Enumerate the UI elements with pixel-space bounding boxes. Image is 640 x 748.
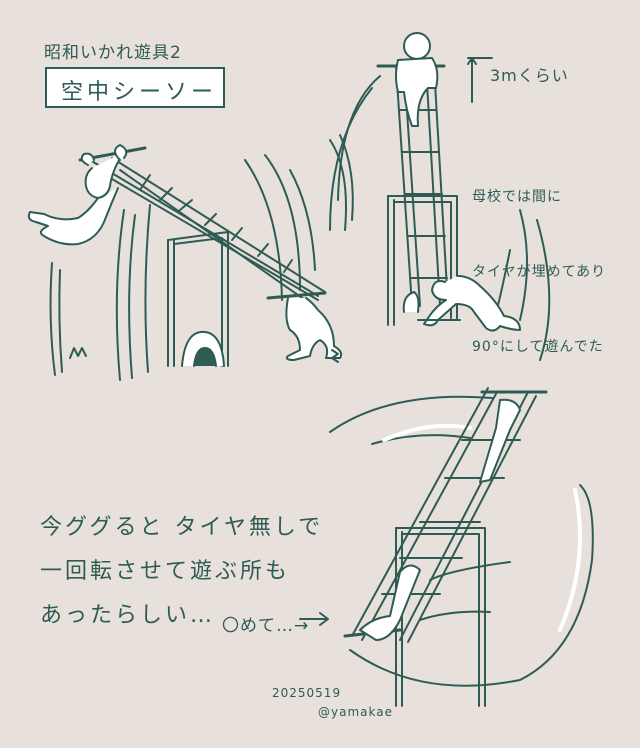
subtitle: 昭和いかれ遊具2 <box>44 43 182 63</box>
scene-seesaw-vertical <box>329 32 551 361</box>
title: 空中シーソー <box>61 80 218 105</box>
pointer-arrow <box>299 612 329 626</box>
height-annotation: 3mくらい <box>490 66 569 85</box>
caption-line: 今ググると タイヤ無しで <box>40 515 324 540</box>
scene-seesaw-tilted <box>27 134 354 381</box>
author-handle: @yamakae <box>318 705 393 719</box>
note-line: タイヤが埋めてあり <box>472 264 607 280</box>
note-line: 母校では間に <box>472 189 562 205</box>
scene-seesaw-rotation <box>329 387 594 707</box>
title-box: 空中シーソー <box>45 67 225 108</box>
pointer-text: 〇めて…→ <box>222 616 310 636</box>
date-stamp: 20250519 <box>272 686 342 700</box>
note: 母校では間に タイヤが埋めてあり 90°にして遊んでた <box>472 135 606 385</box>
caption: 今ググると タイヤ無しで 一回転させて遊ぶ所も あったらしい… <box>40 506 323 638</box>
caption-line: 一回転させて遊ぶ所も <box>40 559 291 584</box>
note-line: 90°にして遊んでた <box>472 339 604 355</box>
caption-line: あったらしい… <box>40 603 216 628</box>
